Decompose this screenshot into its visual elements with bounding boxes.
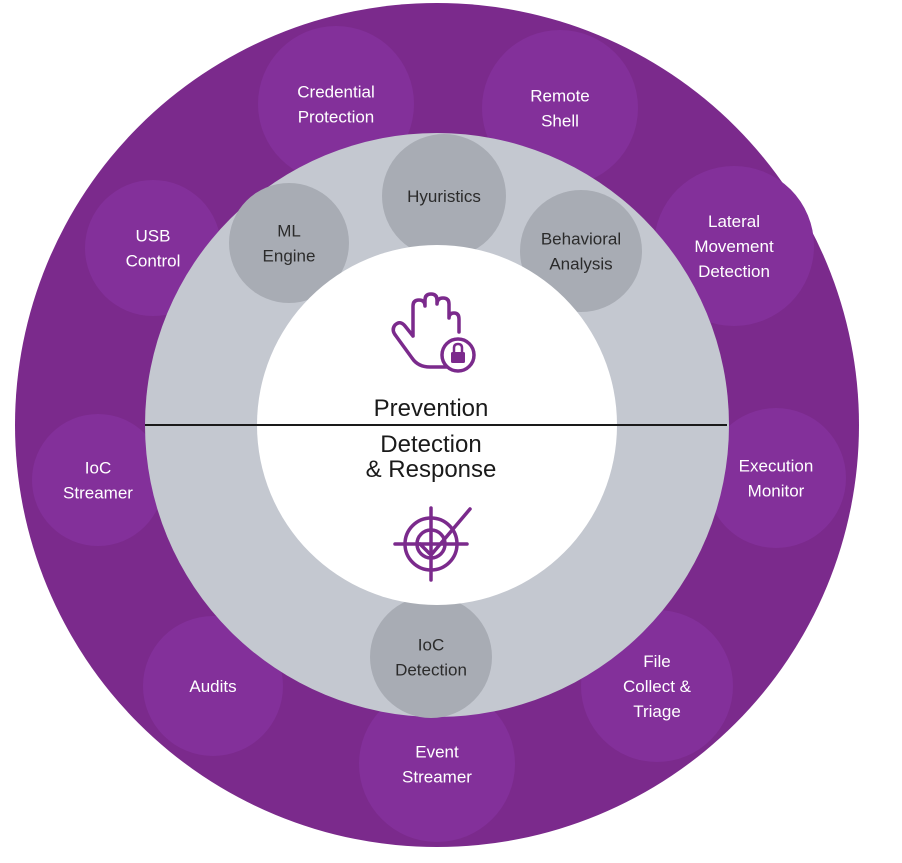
outer-label-line: Control <box>126 252 181 271</box>
lock-shackle <box>452 342 464 352</box>
inner-label-hyuristics: Hyuristics <box>407 187 481 206</box>
inner-label-line: Analysis <box>549 255 612 274</box>
outer-label-ioc-streamer: IoC Streamer <box>63 459 133 503</box>
outer-label-line: Shell <box>541 112 579 131</box>
target-check-icon <box>393 506 472 582</box>
outer-label-line: Lateral <box>708 212 760 231</box>
inner-bubble-behavioral-analysis <box>520 190 642 312</box>
outer-label-line: Movement <box>694 237 774 256</box>
inner-label-line: Engine <box>263 247 316 266</box>
inner-label-ml-engine: ML Engine <box>263 222 316 266</box>
outer-bubble-event-streamer <box>359 686 515 842</box>
outer-label-line: Detection <box>698 262 770 281</box>
inner-bubble-hyuristics <box>382 134 506 258</box>
outer-label-line: Protection <box>298 108 375 127</box>
outer-label-usb-control: USB Control <box>126 227 181 271</box>
inner-bubble-ml-engine <box>229 183 349 303</box>
outer-label-line: Monitor <box>748 482 805 501</box>
prevention-label: Prevention <box>374 395 489 422</box>
outer-label-line: Audits <box>189 677 236 696</box>
outer-label-line: Streamer <box>402 768 472 787</box>
outer-label-line: File <box>643 652 670 671</box>
outer-bubble-audits <box>143 616 283 756</box>
inner-label-line: Hyuristics <box>407 187 481 206</box>
inner-label-line: IoC <box>418 636 444 655</box>
inner-label-line: ML <box>277 222 301 241</box>
outer-bubble-execution-monitor <box>706 408 846 548</box>
inner-label-line: Detection <box>395 661 467 680</box>
outer-label-audits: Audits <box>189 677 236 696</box>
outer-label-line: IoC <box>85 459 111 478</box>
outer-bubble-ioc-streamer <box>32 414 164 546</box>
outer-label-line: Remote <box>530 87 590 106</box>
outer-label-line: Execution <box>739 457 814 476</box>
inner-bubble-ioc-detection <box>370 596 492 718</box>
lock-icon <box>451 352 465 363</box>
outer-label-line: Collect & <box>623 677 692 696</box>
outer-label-line: USB <box>136 227 171 246</box>
outer-label-line: Credential <box>297 83 375 102</box>
outer-label-line: Event <box>415 743 459 762</box>
outer-label-line: Triage <box>633 702 681 721</box>
hand-lock-icon <box>391 292 476 373</box>
outer-label-line: Streamer <box>63 484 133 503</box>
outer-bubble-lateral-movement-detection <box>654 166 814 326</box>
detection-label-line1: Detection <box>380 431 481 458</box>
inner-label-ioc-detection: IoC Detection <box>395 636 467 680</box>
inner-bubbles <box>229 134 642 718</box>
inner-label-line: Behavioral <box>541 230 621 249</box>
detection-label-line2: & Response <box>366 456 497 483</box>
